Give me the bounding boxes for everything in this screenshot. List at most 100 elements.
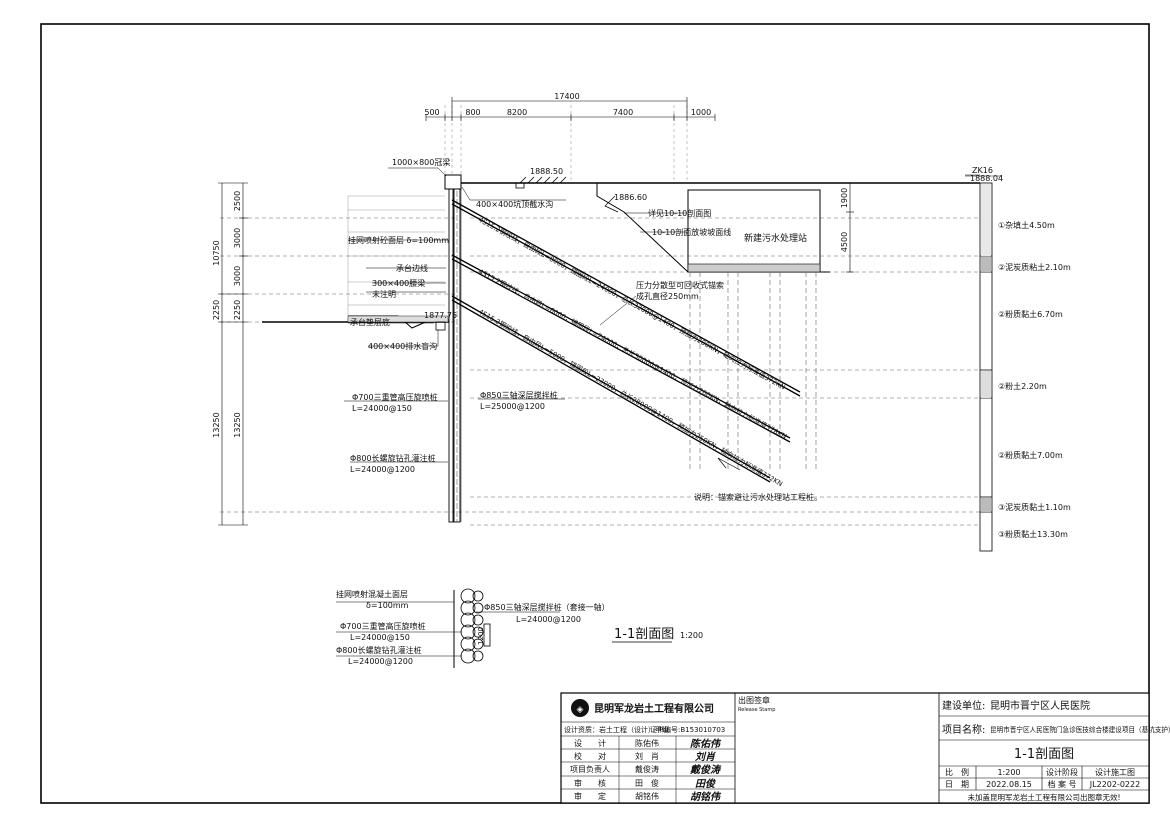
label-mix-pile-1: Φ850三轴深层搅拌桩: [480, 390, 558, 400]
label-note: 说明：锚索避让污水处理站工程桩。: [694, 492, 822, 502]
scale-value: 1:200: [997, 768, 1020, 777]
footer-note: 未加盖昆明军龙岩土工程有限公司出图章无效!: [967, 792, 1120, 802]
plan-jet-2: L=24000@150: [350, 633, 410, 642]
plan-bored-2: L=24000@1200: [348, 657, 413, 666]
label-cap-base: 承台垫层底: [350, 317, 390, 327]
elev-base: 1877.75: [424, 311, 457, 320]
label-shotcrete: 挂网喷射砼面层 δ=100mm: [348, 235, 449, 245]
role-sign-0: 陈佑伟: [690, 738, 722, 750]
role-4: 审 定: [574, 791, 606, 801]
anchor-3: [451, 295, 771, 483]
dim-left-inner-4: 13250: [233, 412, 242, 437]
date-value: 2022.08.15: [986, 780, 1032, 789]
stage-label: 设计阶段: [1046, 767, 1078, 777]
stratum-0: ①杂填土4.50m: [998, 220, 1055, 230]
role-sign-2: 戴俊涛: [690, 764, 722, 776]
scale-label: 比 例: [945, 767, 969, 777]
company-logo: [571, 699, 589, 717]
role-0: 设 计: [574, 738, 606, 748]
anchor-text-2: 4S15.2钢绞线，自由段L=6000，锚固段L=24000，总长30000@1…: [477, 267, 788, 441]
anchor-detail-leader: [717, 457, 741, 471]
label-jet-pile-2: L=24000@150: [352, 404, 412, 413]
plan-shotcrete-2: δ=100mm: [366, 601, 409, 610]
plan-detail: 挂网喷射混凝土面层 δ=100mm Φ700三重管高压旋喷桩 L=24000@1…: [336, 588, 703, 668]
label-slope-note: 10-10剖面放坡坡面线: [652, 227, 731, 237]
drain-ditch: [435, 321, 446, 331]
dim-top-0: 500: [424, 108, 439, 117]
client-label: 建设单位:: [942, 699, 985, 712]
section-drawing: 17400 500 800 8200 7400 1000 10750 2250 …: [212, 92, 1071, 552]
dim-left-outer-2: 13250: [212, 412, 221, 437]
plan-jet-1: Φ700三重管高压旋喷桩: [340, 621, 426, 631]
stratum-2: ②粉质黏土6.70m: [998, 309, 1063, 319]
label-mix-pile-2: L=25000@1200: [480, 402, 545, 411]
role-2: 项目负责人: [570, 764, 610, 774]
role-name-2: 戴俊涛: [635, 764, 659, 774]
dim-top-4: 1000: [691, 108, 711, 117]
top-ditch: [515, 183, 525, 189]
plan-mix-1: Φ850三轴深层搅拌桩（套接一轴）: [484, 602, 610, 612]
station-piles: [689, 272, 817, 470]
borehole-id: ZK16: [972, 166, 993, 175]
label-see-section: 详见10-10剖面图: [648, 208, 711, 218]
stamp-label-en: Release Stamp: [738, 707, 775, 713]
label-station: 新建污水处理站: [744, 232, 807, 244]
role-sign-1: 刘肖: [695, 751, 716, 763]
stratum-4: ②粉质黏土7.00m: [998, 450, 1063, 460]
plan-bored-1: Φ800长螺旋钻孔灌注桩: [336, 645, 422, 655]
label-anchor-type-2: 成孔直径250mm: [636, 291, 699, 301]
label-top-ditch: 400×400坑顶截水沟: [476, 199, 553, 209]
role-sign-3: 田俊: [695, 778, 716, 790]
title-block: ◈ 昆明军龙岩土工程有限公司 设计资质：岩土工程（设计）甲级 证书编号:B153…: [560, 692, 1170, 804]
label-waist-beam-2: 未注明: [372, 289, 396, 299]
label-cap-line: 承台边线: [396, 263, 428, 273]
plan-piles: [460, 588, 491, 664]
dim-left-inner-0: 2500: [233, 191, 242, 211]
role-sign-4: 胡铭伟: [690, 791, 722, 803]
label-bored-pile-1: Φ800长螺旋钻孔灌注桩: [350, 453, 436, 463]
shotcrete-face: [347, 195, 445, 320]
company-name: 昆明军龙岩土工程有限公司: [594, 702, 714, 715]
layer-boundaries: [220, 217, 980, 526]
client-name: 昆明市晋宁区人民医院: [990, 699, 1090, 712]
dim-right-0: 1900: [840, 188, 849, 208]
stratum-1: ②泥炭质粘土2.10m: [998, 262, 1071, 272]
dim-left-outer-0: 10750: [212, 240, 221, 265]
role-name-3: 田 俊: [635, 778, 659, 788]
stratum-5: ③泥炭质黏土1.10m: [998, 502, 1071, 512]
ground-hatch: [519, 176, 567, 184]
file-value: JL2202-0222: [1089, 780, 1140, 789]
cap-beam: [444, 174, 462, 190]
dim-right-1: 4500: [840, 232, 849, 252]
role-name-0: 陈佑伟: [635, 738, 659, 748]
station-base: [687, 263, 821, 273]
svg-text:◈: ◈: [577, 705, 584, 715]
label-anchor-type-1: 压力分散型可回收式锚索: [636, 280, 724, 290]
dim-right: [846, 182, 854, 273]
label-waist-beam-1: 300×400腰梁: [372, 279, 425, 288]
anchor-1: [451, 199, 801, 397]
stamp-label: 出图签章: [738, 695, 770, 705]
role-1: 校 对: [574, 751, 606, 761]
dim-top-total: 17400: [554, 92, 579, 101]
dim-top-3: 7400: [613, 108, 633, 117]
anchor-text-1: 4S15.2钢绞线，自由段L=8000，锚固段L=24000，总长32000@1…: [477, 215, 787, 392]
role-name-1: 刘 肖: [635, 751, 659, 761]
plan-dim: 1200: [477, 627, 485, 645]
label-bored-pile-2: L=24000@1200: [350, 465, 415, 474]
cert-number: 证书编号:B153010703: [650, 725, 725, 734]
dim-left-outer-1: 2250: [212, 300, 221, 320]
role-name-4: 胡铭伟: [635, 791, 659, 801]
project-label: 项目名称:: [942, 723, 985, 736]
elev-station: 1886.60: [614, 193, 647, 202]
sheet-border: [40, 23, 1150, 804]
plan-mix-2: L=24000@1200: [516, 615, 581, 624]
pile-wall: [448, 182, 462, 523]
project-name: 昆明市晋宁区人民医院门急诊医技综合楼建设项目（基坑支护）: [990, 725, 1170, 734]
stratum-6: ③粉质黏土13.30m: [998, 529, 1068, 539]
stage-value: 设计施工图: [1095, 767, 1135, 777]
dim-top: [425, 97, 716, 121]
stratum-3: ②粉土2.20m: [998, 381, 1047, 391]
label-cap-beam: 1000×800冠梁: [392, 158, 450, 167]
